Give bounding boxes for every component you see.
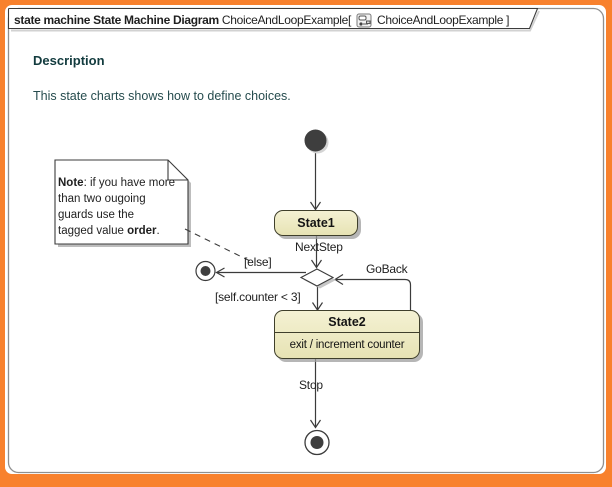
frame-title-pentagon <box>7 7 539 30</box>
frame-title: state machine State Machine Diagram Choi… <box>14 12 510 28</box>
state-machine-diagram-icon <box>356 13 372 28</box>
label-else-guard: [else] <box>244 255 272 269</box>
note-line: than two ougoing <box>58 193 146 205</box>
note-bold-word: order <box>127 225 157 237</box>
note-bold-word: Note <box>58 177 84 189</box>
note-anchor-line <box>184 228 251 262</box>
label-nextstep: NextStep <box>295 240 343 254</box>
state1-node: State1 <box>274 210 358 236</box>
description-heading: Description <box>33 53 105 68</box>
frame-title-shadow <box>11 10 540 32</box>
label-goback: GoBack <box>366 262 408 276</box>
state2-name: State2 <box>275 311 419 333</box>
note-fold-icon <box>167 160 188 181</box>
label-stop: Stop <box>299 378 323 392</box>
arrowhead-icon <box>215 267 225 278</box>
frame-title-reference: ChoiceAndLoopExample ] <box>377 12 510 27</box>
arrowhead-icon <box>310 201 321 211</box>
initial-state-node <box>304 129 327 152</box>
choice-node <box>299 268 335 287</box>
note-line-post: . <box>156 225 160 237</box>
state2-internal-activity: exit / increment counter <box>289 339 405 351</box>
arrowhead-icon <box>311 259 322 269</box>
note-line: tagged value order. <box>58 223 186 239</box>
transition-goback <box>336 278 412 311</box>
note-shape <box>54 159 189 245</box>
note-line-pre: tagged value <box>58 225 128 237</box>
state1-name: State1 <box>297 216 335 230</box>
final-state-left-dot-icon <box>200 266 211 276</box>
description-text: This state charts shows how to define ch… <box>33 89 291 103</box>
note-line: guards use the <box>58 209 135 221</box>
arrowhead-icon <box>310 419 321 429</box>
note-text: Note: if you have more than two ougoing … <box>58 175 186 239</box>
label-counter-guard: [self.counter < 3] <box>215 290 301 304</box>
frame-title-context: ChoiceAndLoopExample[ <box>221 12 352 27</box>
note-line-rest: : if you have more <box>83 177 175 189</box>
frame-title-keyword: state machine State Machine Diagram <box>14 12 219 27</box>
final-state-bottom-dot-icon <box>310 436 324 449</box>
note-line: Note: if you have more <box>58 175 186 191</box>
state2-node: State2 exit / increment counter <box>274 310 420 359</box>
